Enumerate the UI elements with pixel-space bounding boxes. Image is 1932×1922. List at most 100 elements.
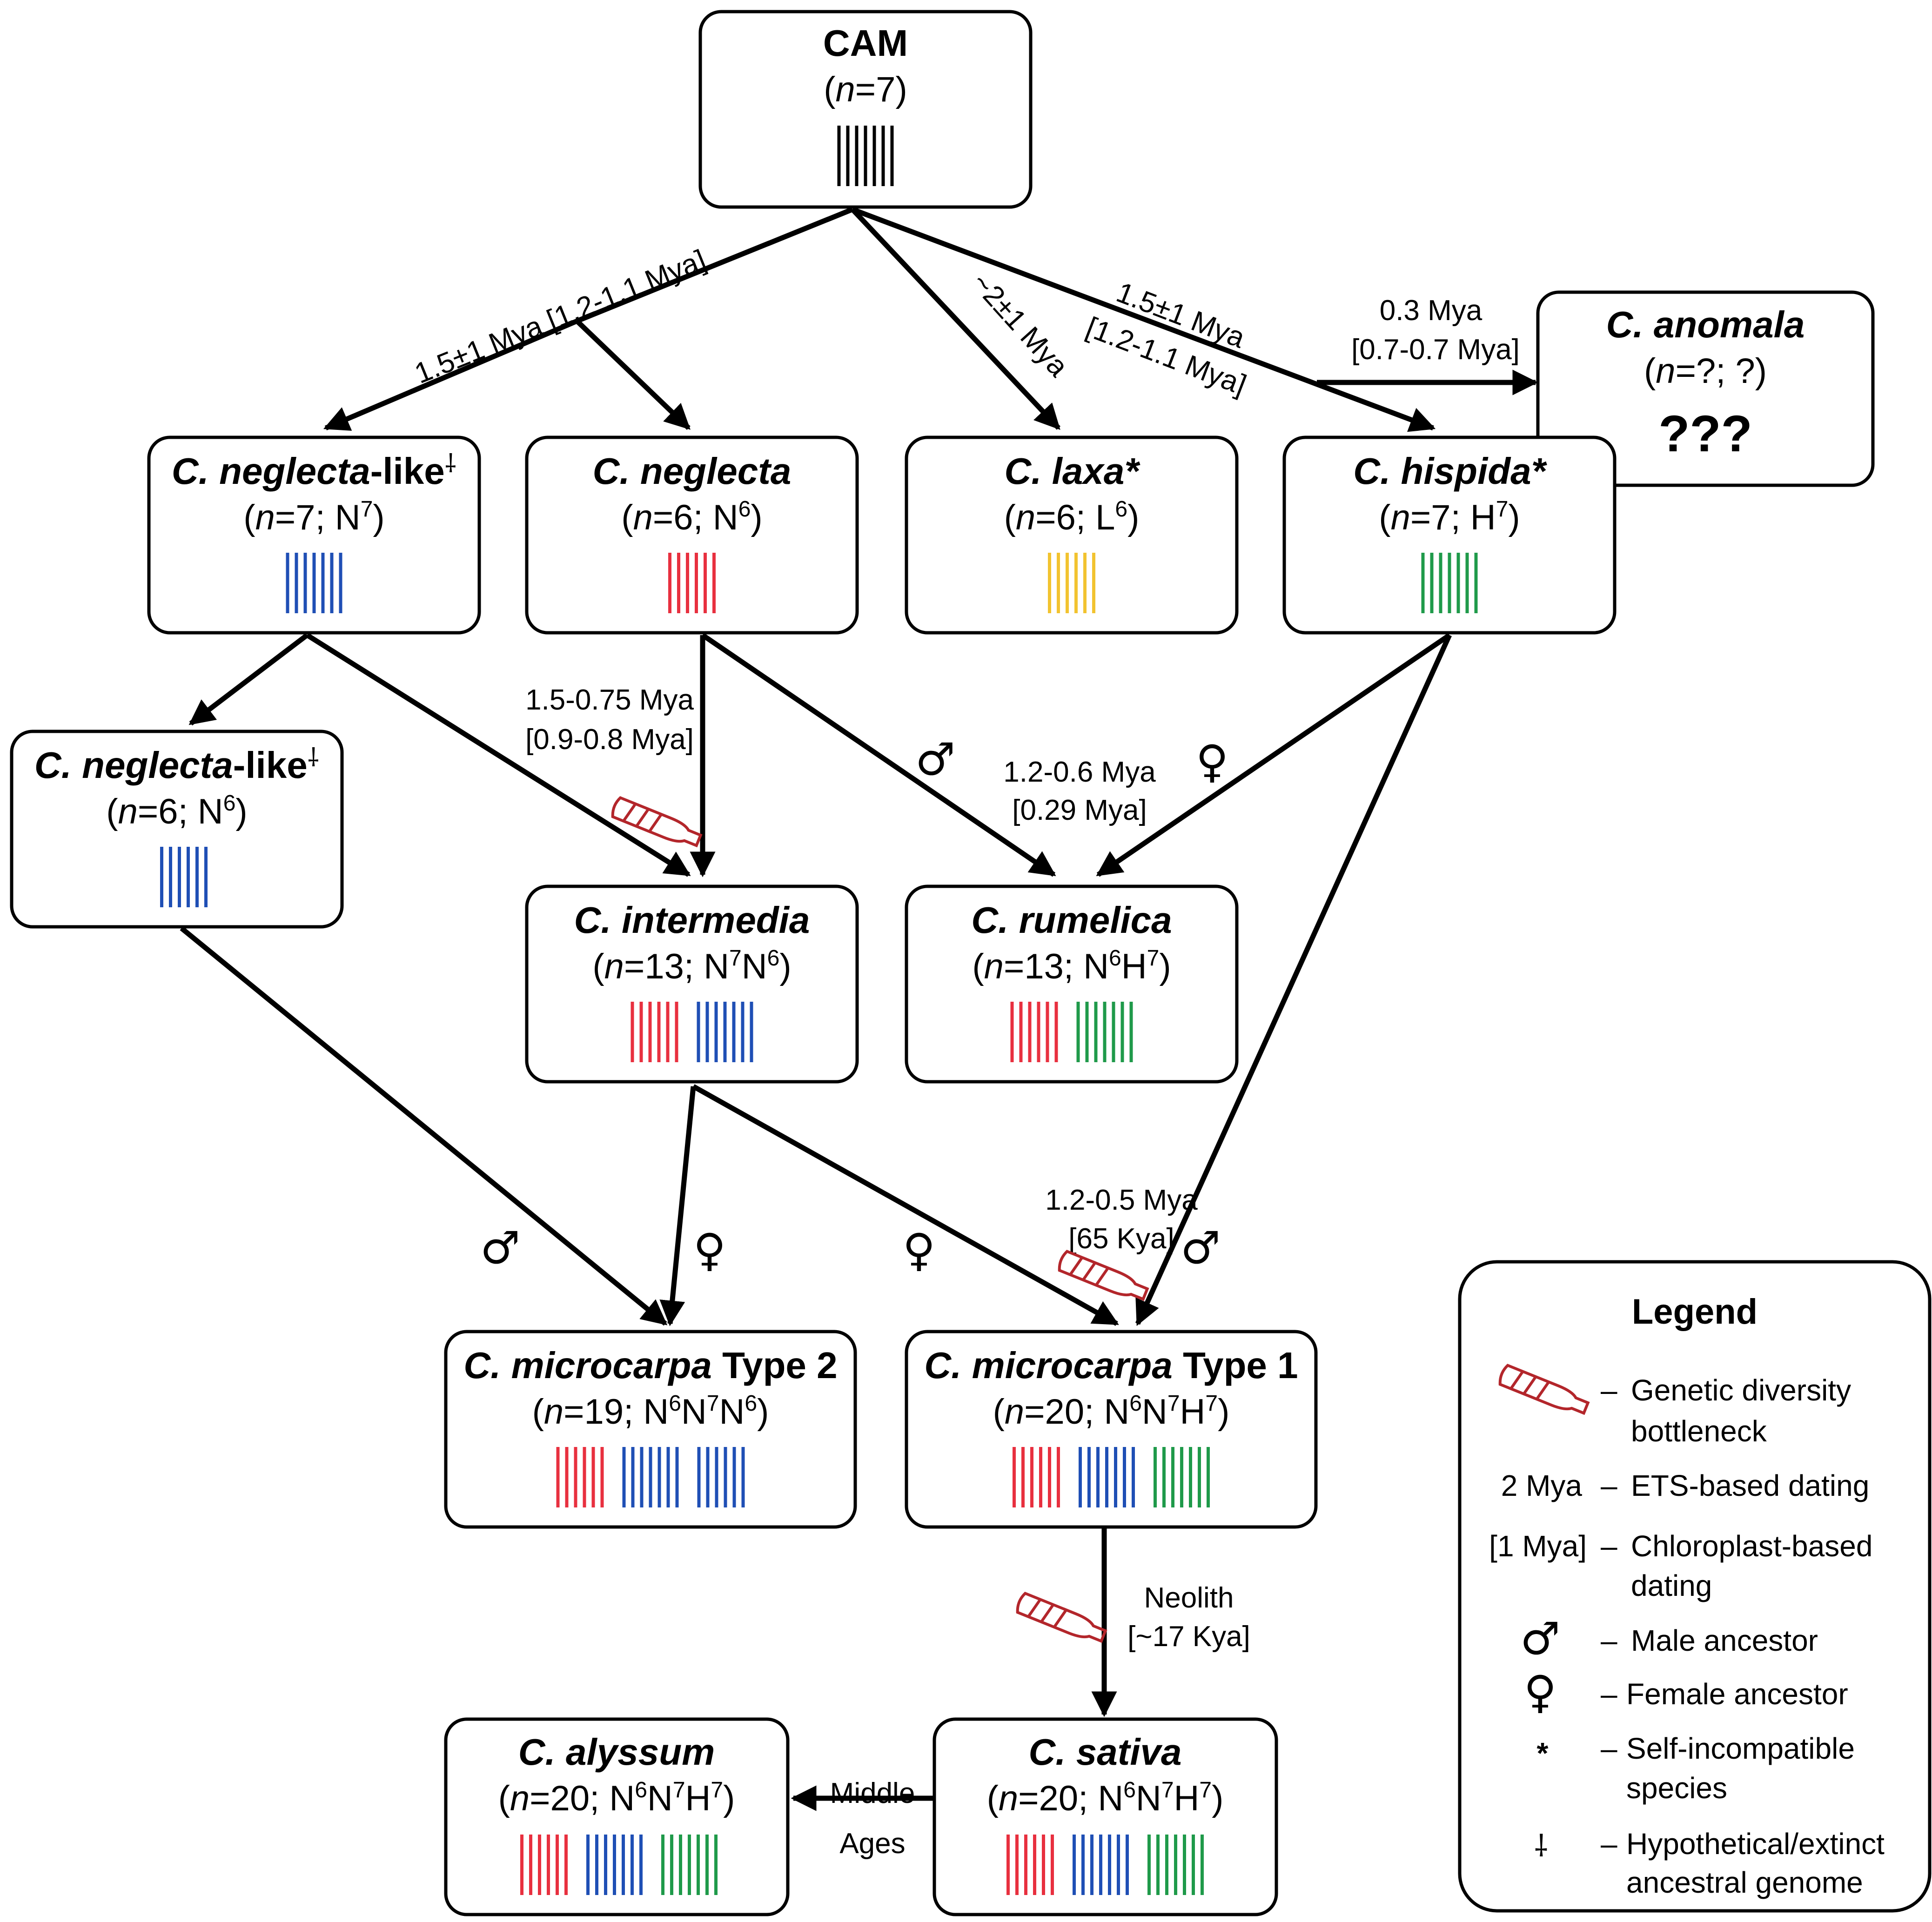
laxa-chromosome: [1057, 553, 1060, 613]
rumelica-chromosome: [1010, 1002, 1014, 1062]
legend-dash: –: [1601, 1827, 1617, 1861]
box-anomala: [1536, 290, 1875, 487]
microcarpa-2-chromosome: [565, 1447, 569, 1507]
microcarpa-2-title: C. microcarpa Type 2: [463, 1345, 837, 1386]
cam-chromosome: [890, 126, 894, 186]
microcarpa-1-chromosome: [1039, 1447, 1042, 1507]
edge-neglecta-to-rumelica: [701, 633, 1056, 877]
asterisk-icon: *: [1537, 1736, 1549, 1770]
sativa-chromosome: [1192, 1835, 1195, 1895]
label-intermedia-1: 1.5-0.75 Mya: [525, 684, 694, 716]
intermedia-chromosome: [705, 1002, 709, 1062]
microcarpa-2-chromosome: [591, 1447, 595, 1507]
cam-chromosome: [846, 126, 850, 186]
edge-hispida-to-rumelica: [1096, 633, 1451, 877]
sativa-chromosome: [1090, 1835, 1093, 1895]
microcarpa-2-chromosome: [631, 1447, 635, 1507]
neglecta-like-6-chromosome: [187, 847, 190, 907]
microcarpa-1-chromosome: [1162, 1447, 1166, 1507]
neglecta-chromosome: [668, 553, 671, 613]
edges: [180, 207, 1538, 1811]
intermedia-chromosome: [697, 1002, 700, 1062]
alyssum-chromosome: [547, 1835, 550, 1895]
neglecta-like-7-chromosome: [286, 553, 289, 613]
microcarpa-2-chromosome: [640, 1447, 644, 1507]
label-rumelica-1: 1.2-0.6 Mya: [1003, 756, 1156, 788]
box-neglecta-like-7: [147, 435, 481, 635]
cam-chromosome: [855, 126, 859, 186]
alyssum-chromosome: [679, 1835, 682, 1895]
microcarpa-2-chromosome: [675, 1447, 679, 1507]
alyssum-chromosome: [705, 1835, 709, 1895]
legend-dash: –: [1601, 1624, 1617, 1657]
intermedia-chromosome: [723, 1002, 727, 1062]
sativa-chromosome: [1156, 1835, 1160, 1895]
sativa-chromosome: [1126, 1835, 1129, 1895]
edge-cam-to-neglecta-like-7: [323, 318, 578, 431]
label-mc1-1: 1.2-0.5 Mya: [1045, 1184, 1198, 1216]
hispida-title: C. hispida*: [1353, 450, 1547, 492]
rumelica-chromosome: [1054, 1002, 1058, 1062]
neglecta-genome: (n=6; N6): [621, 497, 762, 537]
legend-title: Legend: [1632, 1292, 1758, 1332]
sativa-chromosome: [1024, 1835, 1027, 1895]
box-laxa: [905, 435, 1239, 635]
chromosome-bars: [160, 126, 1478, 1895]
edge-cam-split: [576, 207, 854, 324]
microcarpa-1-chromosome: [1087, 1447, 1091, 1507]
box-intermedia: [525, 884, 859, 1084]
laxa-chromosome: [1066, 553, 1069, 613]
legend-dash: –: [1601, 1529, 1617, 1563]
microcarpa-2-chromosome: [715, 1447, 718, 1507]
alyssum-chromosome: [604, 1835, 607, 1895]
label-anomala-2: [0.7-0.7 Mya]: [1351, 334, 1520, 366]
edge-neglecta-like-7-to-intermedia: [306, 633, 691, 877]
alyssum-chromosome: [529, 1835, 532, 1895]
microcarpa-1-chromosome: [1048, 1447, 1051, 1507]
neglecta-chromosome: [712, 553, 716, 613]
microcarpa-2-chromosome: [666, 1447, 670, 1507]
alyssum-chromosome: [613, 1835, 616, 1895]
male-icon: ♂: [480, 1222, 520, 1274]
edge-cam-to-neglecta: [575, 319, 691, 430]
sativa-chromosome: [1108, 1835, 1111, 1895]
female-icon: ♀: [1196, 736, 1228, 788]
alyssum-chromosome: [556, 1835, 559, 1895]
male-icon: ♂: [1520, 1613, 1560, 1665]
neglecta-chromosome: [704, 553, 707, 613]
male-icon: ♂: [915, 733, 955, 785]
alyssum-chromosome: [538, 1835, 541, 1895]
microcarpa-1-chromosome: [1171, 1447, 1174, 1507]
box-microcarpa-1: [905, 1330, 1318, 1529]
sativa-chromosome: [1033, 1835, 1036, 1895]
microcarpa-1-chromosome: [1189, 1447, 1192, 1507]
rumelica-chromosome: [1120, 1002, 1124, 1062]
neglecta-like-7-chromosome: [312, 553, 316, 613]
rumelica-chromosome: [1094, 1002, 1098, 1062]
anomala-title: C. anomala: [1606, 304, 1805, 345]
legend-item-chloroplast-2: dating: [1631, 1569, 1712, 1602]
cam-count: (n=7): [824, 70, 907, 109]
sativa-chromosome: [1006, 1835, 1010, 1895]
alyssum-chromosome: [661, 1835, 664, 1895]
rumelica-chromosome: [1076, 1002, 1080, 1062]
legend-item-self-incompatible: Self-incompatible: [1626, 1732, 1855, 1765]
intermedia-chromosome: [657, 1002, 661, 1062]
rumelica-chromosome: [1037, 1002, 1040, 1062]
alyssum-chromosome: [631, 1835, 634, 1895]
sativa-chromosome: [1201, 1835, 1204, 1895]
label-sativa-2: [~17 Kya]: [1127, 1621, 1250, 1653]
neglecta-chromosome: [677, 553, 680, 613]
microcarpa-2-chromosome: [732, 1447, 736, 1507]
neglecta-like-7-chromosome: [339, 553, 342, 613]
sativa-genome: (n=20; N6N7H7): [987, 1778, 1224, 1818]
hispida-chromosome: [1439, 553, 1442, 613]
rumelica-chromosome: [1046, 1002, 1049, 1062]
intermedia-chromosome: [675, 1002, 678, 1062]
intermedia-title: C. intermedia: [574, 899, 810, 941]
intermedia-chromosome: [639, 1002, 643, 1062]
alyssum-chromosome: [639, 1835, 643, 1895]
microcarpa-1-chromosome: [1030, 1447, 1033, 1507]
rumelica-chromosome: [1129, 1002, 1133, 1062]
legend-item-chloroplast: Chloroplast-based: [1631, 1529, 1872, 1563]
